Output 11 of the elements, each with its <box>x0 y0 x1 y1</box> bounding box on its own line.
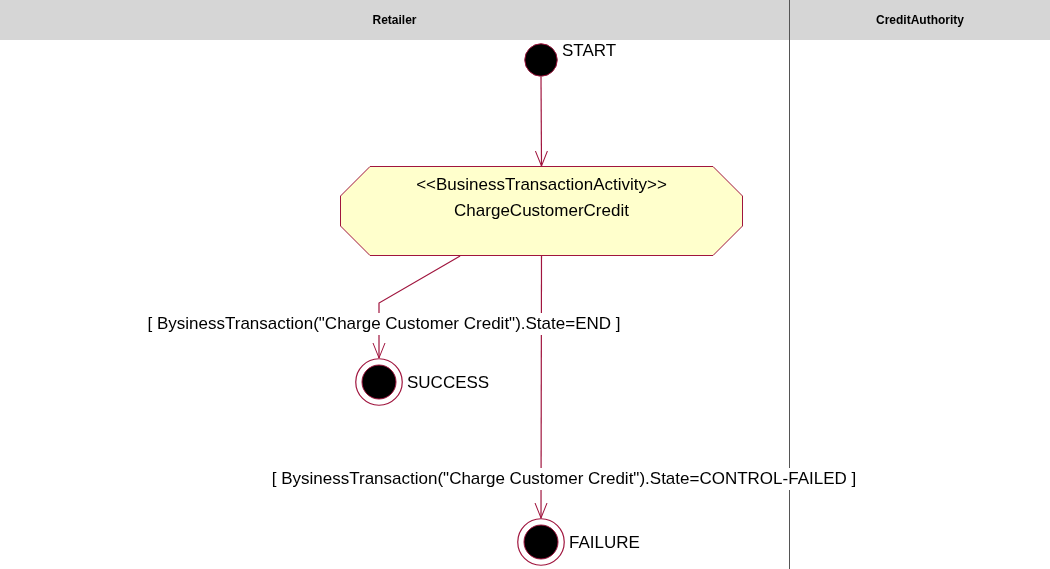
lane-header: Retailer <box>0 0 789 40</box>
node-caption: FAILURE <box>569 532 640 554</box>
guard-label: [ BysinessTransaction("Charge Customer Credit").State=CONTROL-FAILED ] <box>269 468 859 490</box>
lane-header: CreditAuthority <box>790 0 1050 40</box>
stereotype-label: <<BusinessTransactionActivity>> <box>416 174 667 196</box>
activity-name: ChargeCustomerCredit <box>454 200 629 222</box>
node-caption: START <box>562 40 617 62</box>
guard-label: [ BysinessTransaction("Charge Customer Credit").State=END ] <box>145 313 623 335</box>
arrow <box>534 76 548 167</box>
activity-node <box>340 166 743 256</box>
node-caption: SUCCESS <box>407 372 490 394</box>
